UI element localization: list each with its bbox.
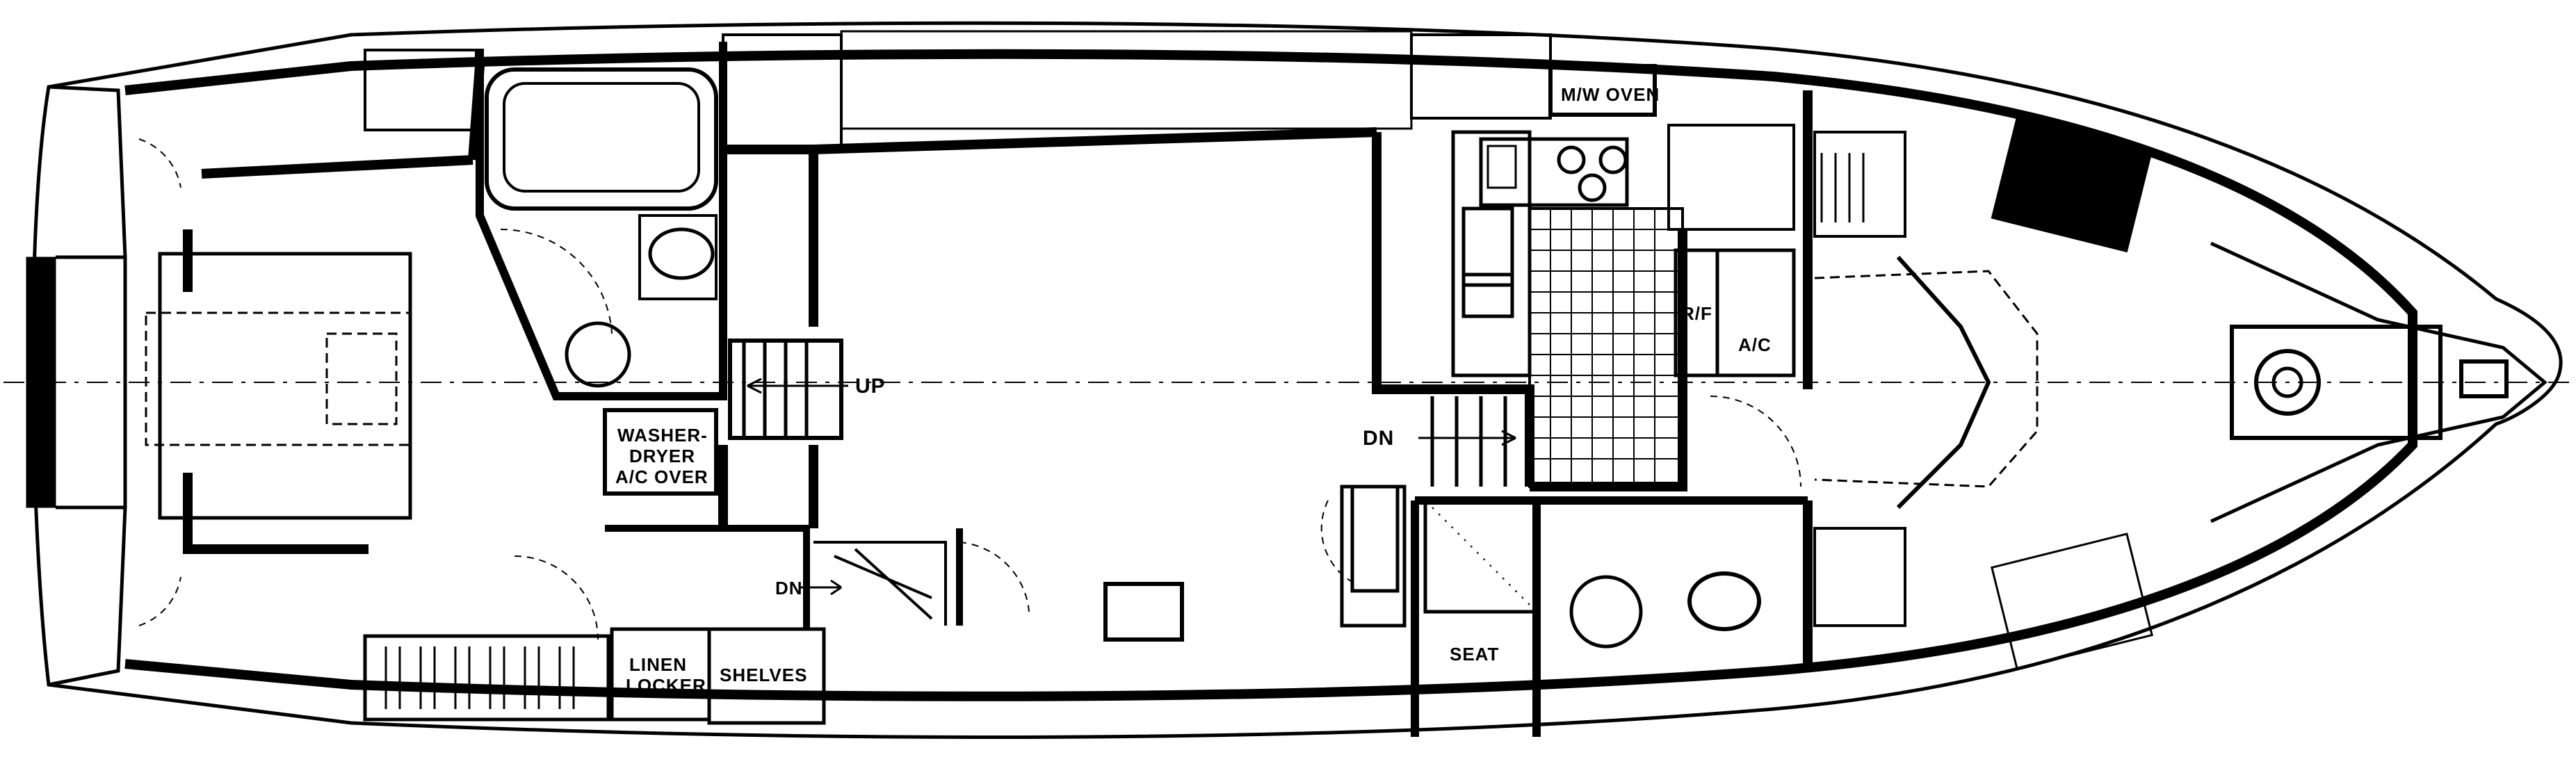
ac-unit — [1715, 248, 1796, 377]
forward-door-swing — [1710, 396, 1801, 487]
door-swing-stern-upper — [138, 138, 181, 188]
salon-wall-top — [723, 127, 1377, 327]
up-arrow — [747, 377, 848, 394]
stair-treads — [742, 341, 809, 438]
bow — [2210, 241, 2547, 523]
aft-drawers — [363, 634, 610, 722]
v-berth-mattress — [1814, 270, 2039, 488]
label-dn-stair: DN — [775, 578, 803, 599]
aft-head — [476, 42, 727, 400]
dn-arrow-galley — [1418, 430, 1516, 446]
forward-window-lower — [1991, 532, 2153, 670]
stairs-down-aft — [800, 541, 1030, 626]
aft-drawer-cabinet — [363, 634, 610, 722]
stove — [1479, 137, 1629, 207]
forward-window-upper — [1991, 115, 2153, 253]
spiral-stair — [813, 541, 947, 626]
hull — [3, 21, 2573, 739]
washer-dryer-box — [603, 408, 718, 496]
forward-drawers-coil — [1820, 153, 1865, 222]
label-linen: LINEN — [629, 654, 687, 675]
label-washer: WASHER- — [617, 425, 708, 446]
stern-section — [48, 85, 127, 687]
door-swing-stern-lower — [138, 576, 181, 626]
label-rf: R/F — [1681, 303, 1712, 324]
forward-stateroom — [1710, 90, 2153, 670]
burner-2 — [1598, 145, 1628, 174]
hull-inner — [124, 49, 2417, 701]
aft-head-wall — [476, 42, 727, 400]
galley-pantry — [1667, 124, 1795, 231]
label-shelves: SHELVES — [720, 665, 807, 685]
salon-chair — [1103, 582, 1184, 642]
forward-head — [1350, 485, 1808, 737]
sink — [648, 227, 715, 280]
galley-floor-grid — [1530, 209, 1683, 487]
salon-wall-left — [718, 445, 818, 528]
shelves-box — [707, 627, 826, 725]
berth-pillow — [325, 332, 398, 425]
bow-pulpit — [2210, 241, 2547, 523]
label-seat: SEAT — [1450, 644, 1499, 665]
label-locker: LOCKER — [626, 675, 706, 696]
shower — [1423, 498, 1539, 614]
burner-3 — [1578, 173, 1607, 202]
berth-mattress — [145, 311, 412, 446]
forward-locker-lower — [1813, 527, 1906, 627]
galley-floor — [1528, 207, 1684, 488]
linen-area — [605, 525, 963, 725]
labels: M/W OVEN UP WASHER- DRYER A/C OVER DN DN… — [615, 84, 1772, 696]
toilet — [565, 321, 631, 388]
stove-griddle — [1487, 145, 1517, 189]
salon-door-swing — [1320, 500, 1356, 585]
shower-drain-dots — [1432, 507, 1530, 605]
v-berth — [1896, 255, 1991, 510]
lower-passage — [605, 525, 963, 629]
label-dryer: DRYER — [629, 446, 695, 466]
galley-sink — [1461, 206, 1514, 287]
aft-door-swing — [514, 555, 599, 640]
label-dn-galley: DN — [1363, 427, 1394, 450]
salon — [718, 30, 1413, 642]
stairs-down-galley — [1418, 396, 1516, 487]
label-ac: A/C — [1738, 334, 1772, 355]
vanity — [638, 214, 718, 300]
galley-sink-2 — [1461, 272, 1514, 318]
anchor-locker — [2459, 359, 2509, 398]
galley-upper-cabinet — [1410, 33, 1552, 120]
label-microwave-oven: M/W OVEN — [1561, 84, 1660, 105]
bathtub-inner — [503, 82, 700, 193]
berth — [158, 252, 412, 520]
aft-stateroom — [138, 49, 599, 640]
forward-hanging-locker — [1813, 131, 1906, 238]
salon-upper-window — [840, 30, 1413, 130]
drawer-coils — [384, 646, 575, 709]
windlass-hub — [2271, 366, 2303, 398]
label-ac-over: A/C OVER — [615, 466, 708, 487]
label-up: UP — [855, 375, 886, 398]
bathtub — [485, 67, 718, 211]
aft-stateroom-wall — [183, 65, 485, 554]
stair-door-swing — [959, 542, 1030, 612]
galley-stair-treads — [1430, 396, 1507, 487]
burner-1 — [1557, 145, 1586, 174]
stairs-up — [728, 339, 848, 440]
electrical-panel — [1350, 485, 1400, 593]
forward-toilet — [1569, 575, 1643, 649]
head-door-swing — [500, 228, 613, 334]
galley — [1372, 33, 1796, 491]
windlass-base — [2230, 325, 2443, 440]
dn-arrow-aft — [800, 579, 842, 596]
forward-sink — [1687, 571, 1761, 631]
washer-dryer — [603, 408, 718, 496]
windlass — [2254, 349, 2321, 416]
